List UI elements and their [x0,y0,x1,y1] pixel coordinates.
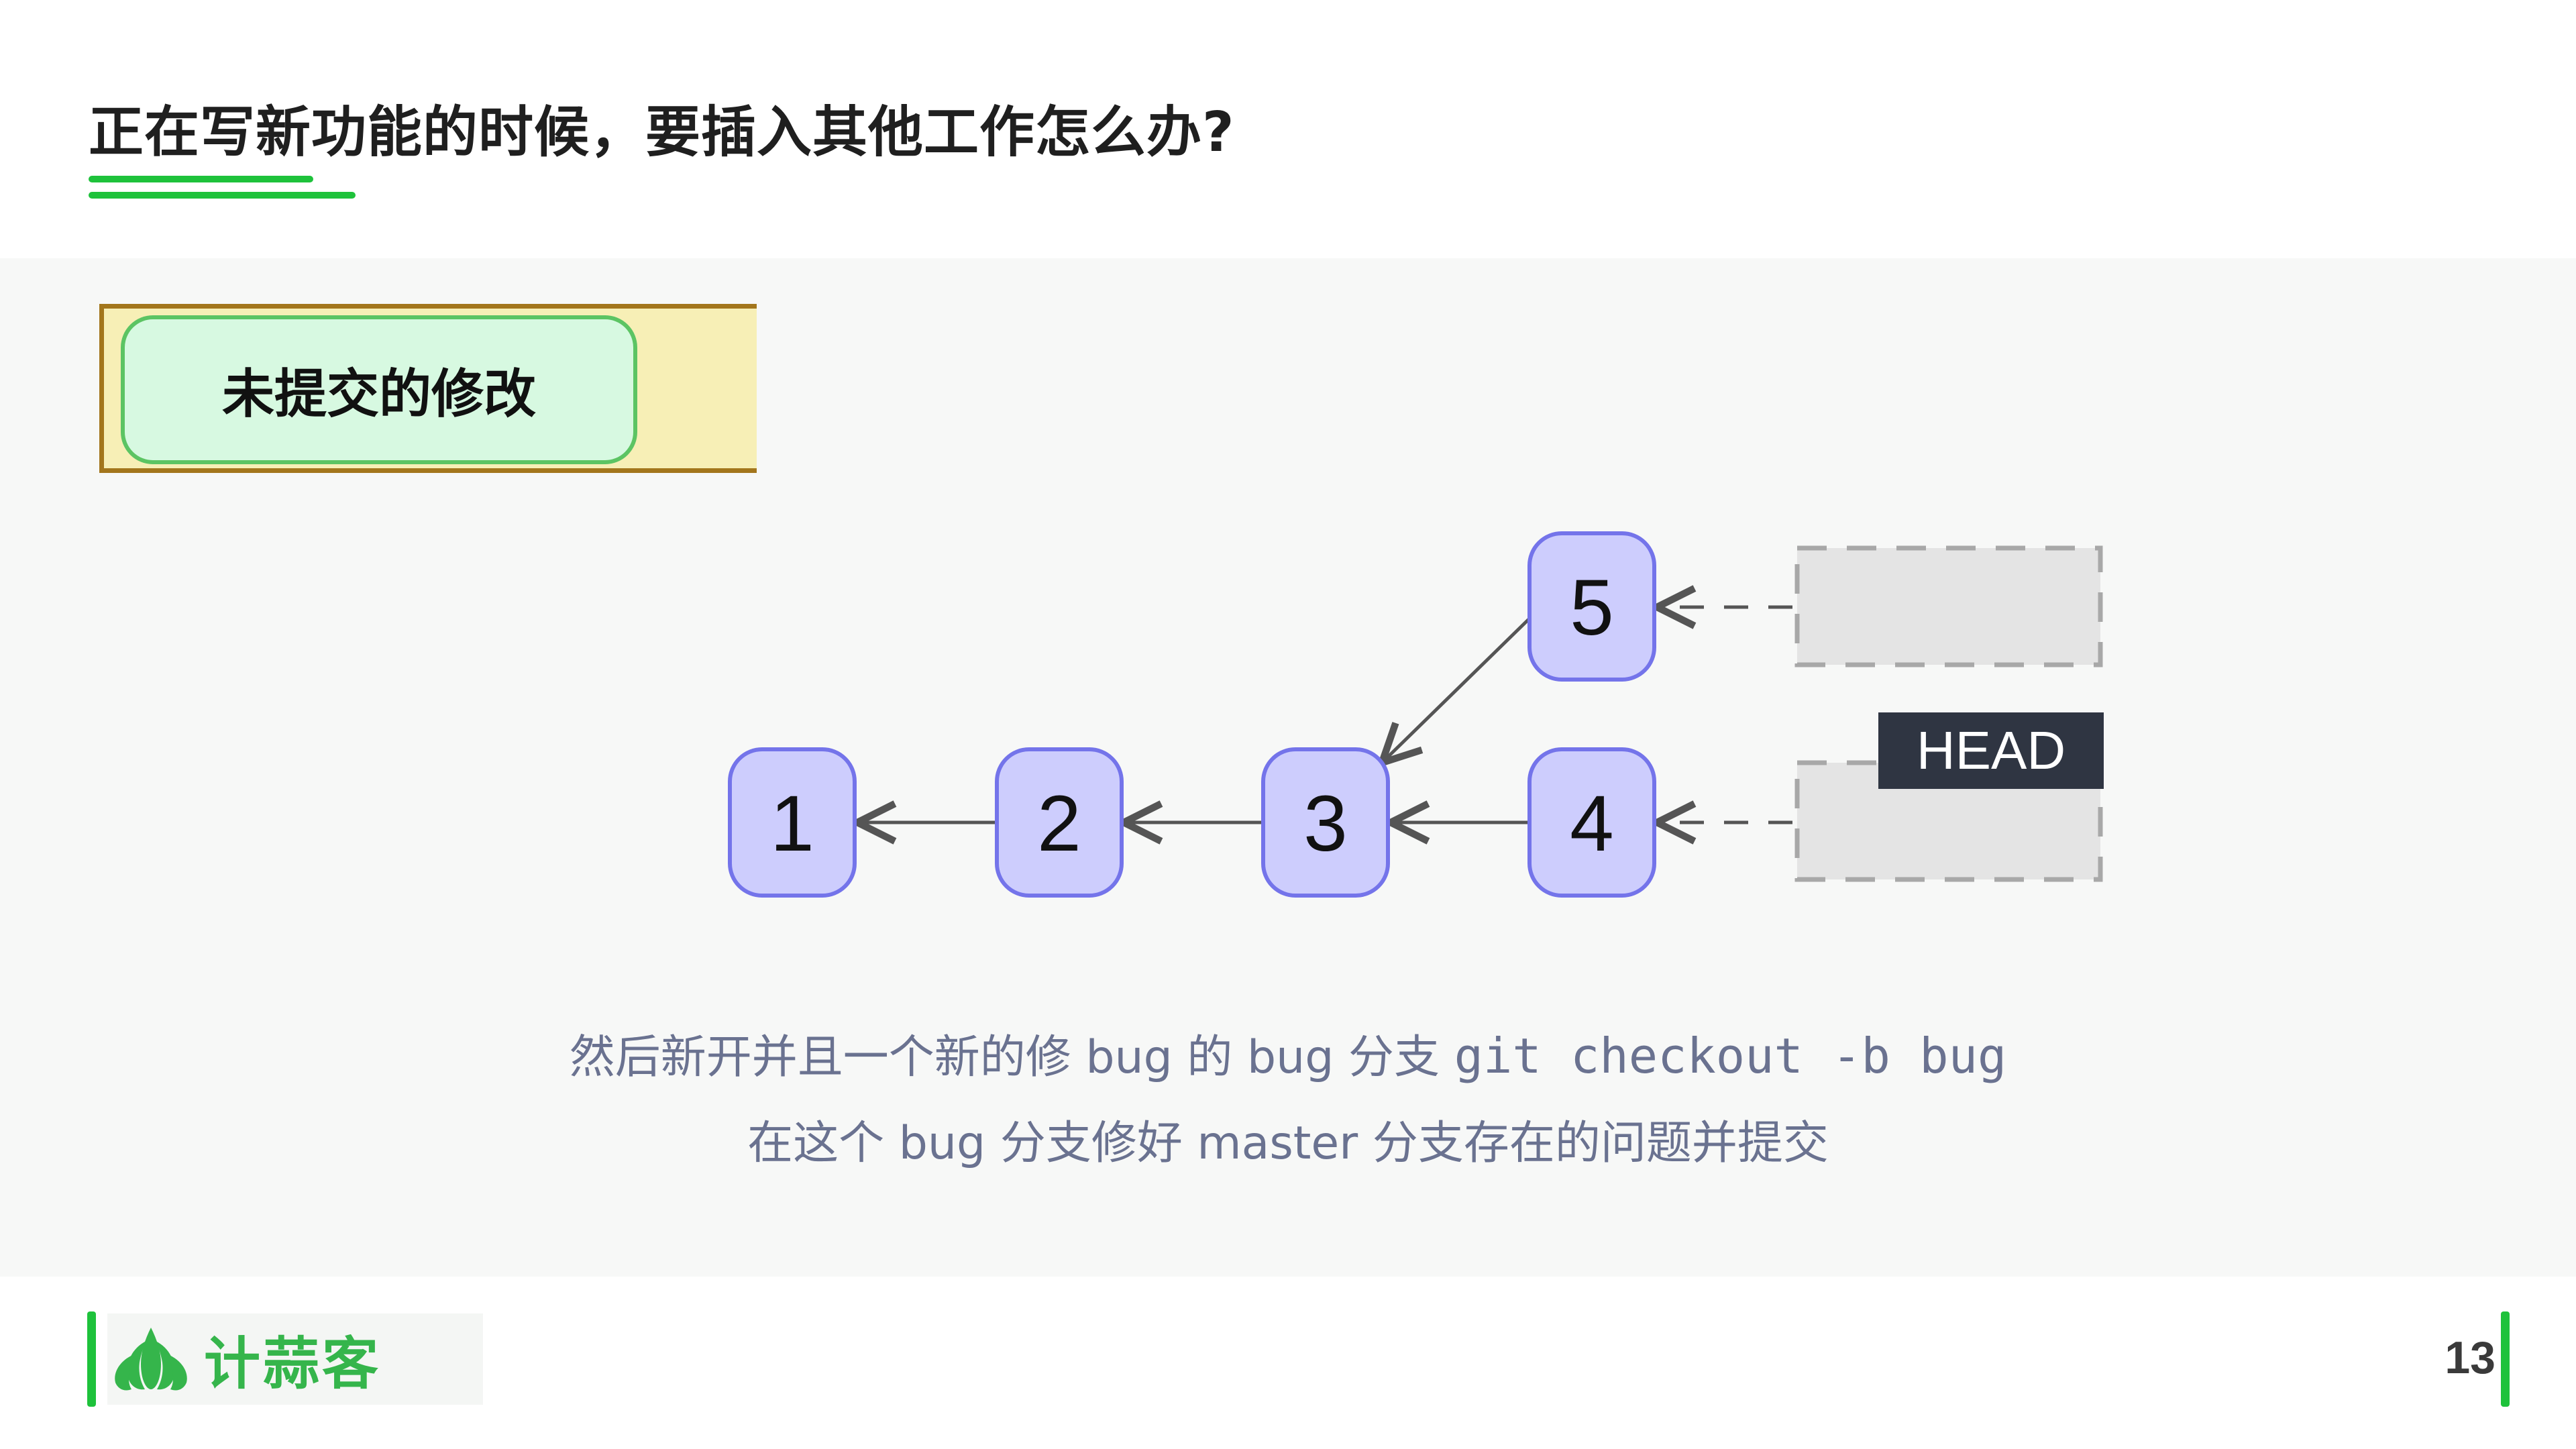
slide-title: 正在写新功能的时候，要插入其他工作怎么办? [89,101,1235,164]
garlic-icon [115,1328,187,1391]
brand-logo: 计蒜客 [107,1313,483,1405]
commit-label: 2 [1037,780,1081,868]
commit-node: 4 [1527,747,1656,898]
uncommitted-changes-label: 未提交的修改 [121,315,637,464]
footer-accent-bar [87,1311,96,1407]
commit-label: 4 [1570,780,1614,868]
commit-label: 3 [1303,780,1348,868]
commit-node: 3 [1261,747,1390,898]
description-text: 然后新开并且一个新的修 bug 的 bug 分支 [569,1031,1454,1084]
brand-name: 计蒜客 [204,1330,382,1397]
git-command: git checkout -b bug [1454,1028,2007,1084]
branch-pointer-box [1794,545,2103,667]
commit-node: 2 [995,747,1124,898]
description-line-2: 在这个 bug 分支修好 master 分支存在的问题并提交 [747,1117,1829,1170]
title-underline [89,192,356,199]
commit-node: 5 [1527,531,1656,682]
head-label: HEAD [1878,712,2104,789]
title-underline [89,176,313,182]
commit-node: 1 [728,747,857,898]
page-number: 13 [2445,1332,2496,1383]
footer-accent-bar [2501,1311,2510,1407]
commit-label: 1 [770,780,814,868]
commit-label: 5 [1570,564,1614,652]
description-line-1: 然后新开并且一个新的修 bug 的 bug 分支 git checkout -b… [0,1020,2576,1086]
edge-5-to-3 [1382,616,1532,763]
